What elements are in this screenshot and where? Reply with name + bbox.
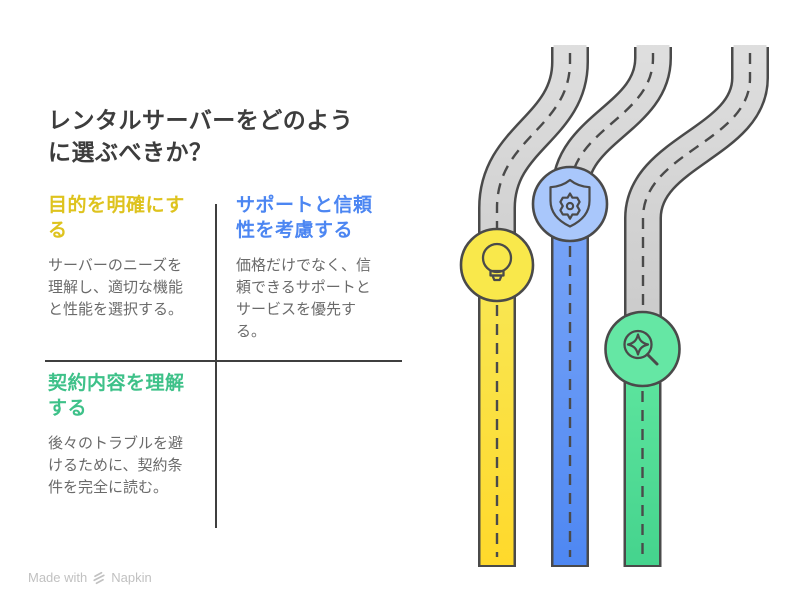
section-heading: 契約内容を理解 する (48, 373, 185, 419)
search-sparkle-icon (623, 329, 659, 366)
section-body: 後々のトラブルを避 けるために、契約条 件を完全に読む。 (48, 435, 184, 496)
napkin-logo-icon (93, 571, 105, 584)
made-with-napkin: Made with Napkin (28, 570, 152, 585)
vertical-divider (215, 204, 217, 528)
section-understand-contract: 契約内容を理解 する 後々のトラブルを避 けるために、契約条 件を完全に読む。 (48, 371, 204, 499)
badge-green (604, 310, 681, 388)
section-heading: サポートと信頼 性を考慮する (236, 195, 373, 241)
road-gray-segment-1 (478, 45, 589, 265)
lightbulb-icon (481, 242, 513, 282)
made-with-label: Made with (28, 570, 88, 585)
section-consider-support: サポートと信頼 性を考慮する 価格だけでなく、信 頼できるサポートと サービスを… (236, 193, 392, 343)
brand-label: Napkin (111, 570, 152, 585)
section-body: サーバーのニーズを 理解し、適切な機能 と性能を選択する。 (48, 257, 184, 318)
horizontal-divider (45, 360, 402, 362)
section-body: 価格だけでなく、信 頼できるサポートと サービスを優先す る。 (236, 257, 372, 340)
page-title: レンタルサーバーをどのよう に選ぶべきか？ (48, 107, 354, 165)
section-heading: 目的を明確にす る (48, 195, 185, 241)
road-gray-segment-3 (624, 45, 769, 349)
badge-blue (531, 165, 609, 243)
badge-yellow (459, 227, 535, 303)
section-clarify-purpose: 目的を明確にす る サーバーのニーズを 理解し、適切な機能 と性能を選択する。 (48, 193, 204, 321)
shield-gear-icon (549, 178, 591, 228)
